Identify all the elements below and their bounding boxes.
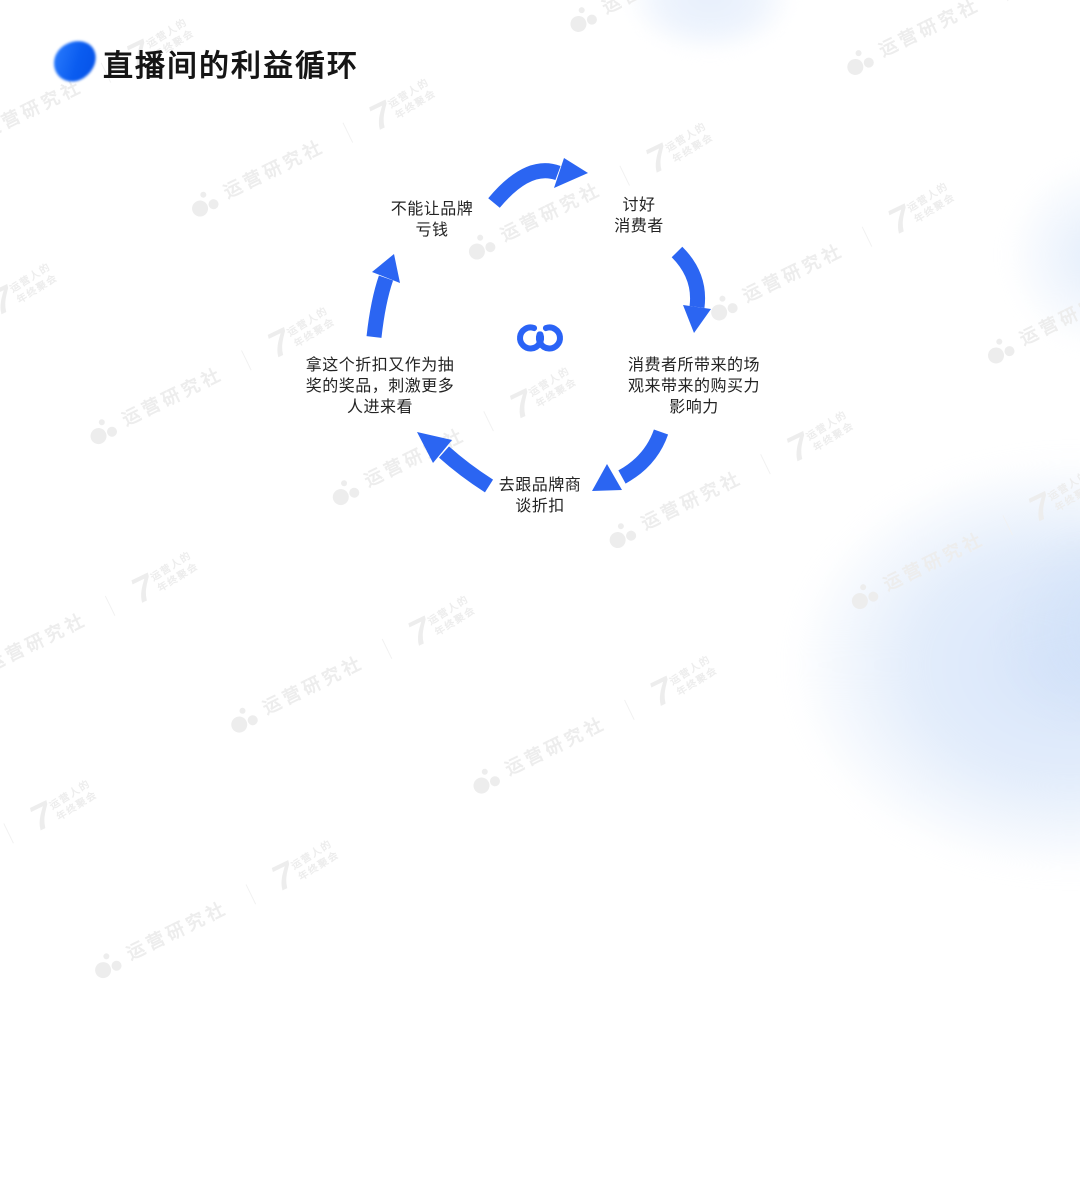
node-brand-no-loss: 不能让品牌 亏钱 (390, 201, 474, 239)
node-purchasing-power: 消费者所带来的场 观来带来的购买力 影响力 (627, 357, 760, 416)
node-please-consumers: 讨好 消费者 (614, 197, 664, 235)
molecule-icon (231, 707, 258, 733)
cycle-diagram (366, 158, 711, 493)
molecule-icon (94, 952, 122, 978)
arrow-brand-to-please-icon (488, 158, 588, 208)
slide: { "slide": { "title": "直播间的利益循环" }, "dia… (0, 0, 1080, 978)
watermark-event-text: 运营人的年终聚会 (289, 838, 342, 883)
title-bar: 直播间的利益循环 (0, 0, 1080, 100)
watermark-event-text: 运营人的年终聚会 (47, 778, 100, 823)
node-negotiate-discount: 去跟品牌商 谈折扣 (498, 477, 582, 515)
arrow-please-to-power-icon (671, 246, 711, 333)
watermark-event-text: 运营人的年终聚会 (668, 653, 720, 699)
molecule-icon (473, 768, 500, 794)
node-discount-lottery: 拿这个折扣又作为抽 奖的奖品，刺激更多 人进来看 (305, 357, 455, 416)
arrow-negotiate-to-lottery-icon (417, 432, 494, 493)
arrow-lottery-to-brand-icon (366, 254, 400, 338)
page-title: 直播间的利益循环 (103, 50, 359, 83)
infinity-icon (517, 324, 563, 352)
arrow-power-to-negotiate-icon (592, 429, 669, 491)
